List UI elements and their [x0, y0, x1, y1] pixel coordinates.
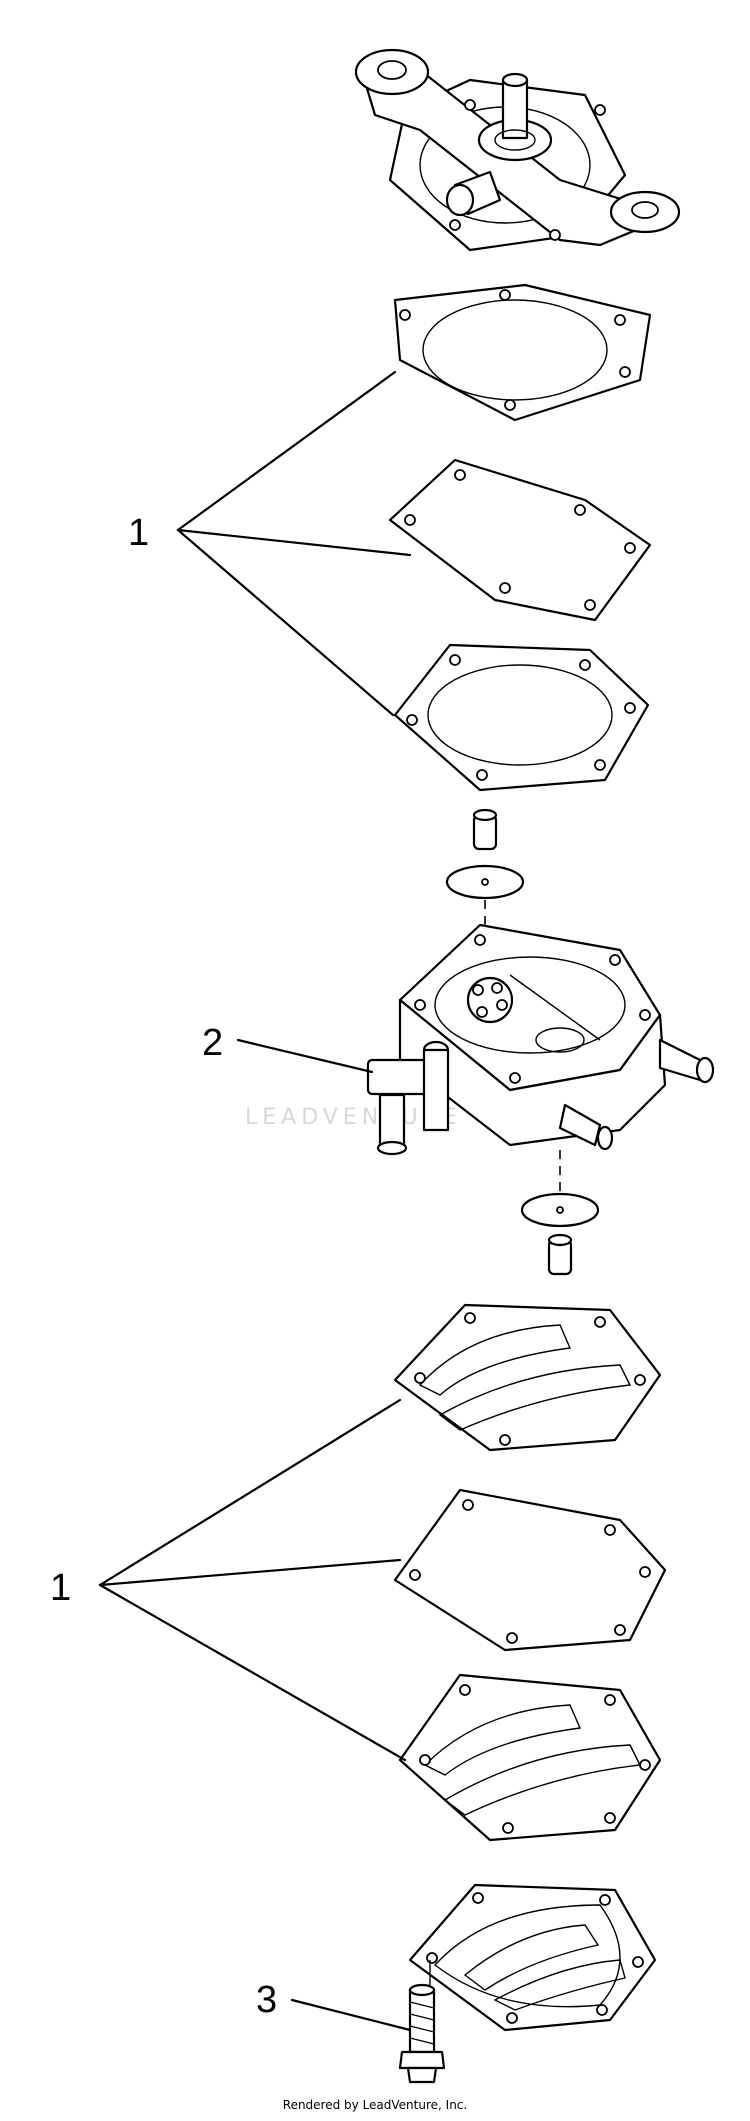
- callout-label-1-top: 1: [128, 512, 149, 554]
- callout-3-leader: [290, 1998, 412, 2032]
- screw: [398, 1983, 446, 2084]
- gasket-1-bottom: [393, 1303, 662, 1452]
- footer-credit: Rendered by LeadVenture, Inc.: [282, 2098, 468, 2112]
- gasket-2-top: [393, 643, 650, 792]
- callout-1-bottom-leaders: [98, 1398, 407, 1762]
- diaphragm-1-bottom: [393, 1488, 667, 1652]
- gasket-2-bottom: [398, 1673, 662, 1842]
- gasket-1-top: [393, 283, 652, 422]
- callout-label-2: 2: [202, 1022, 223, 1064]
- callout-1-top-leaders: [176, 370, 412, 717]
- callout-label-3: 3: [256, 1979, 277, 2021]
- diaphragm-1-top: [388, 458, 652, 622]
- watermark: LEADVENTURE: [245, 1105, 462, 1130]
- pump-cover-bottom: [408, 1883, 657, 2032]
- pump-cover-top: [354, 48, 681, 252]
- callout-2-leader: [236, 1038, 374, 1074]
- check-valve-lower: [520, 1150, 600, 1276]
- check-valve-upper: [445, 808, 525, 960]
- callout-label-1-bottom: 1: [50, 1567, 71, 1609]
- pump-body: [366, 923, 715, 1156]
